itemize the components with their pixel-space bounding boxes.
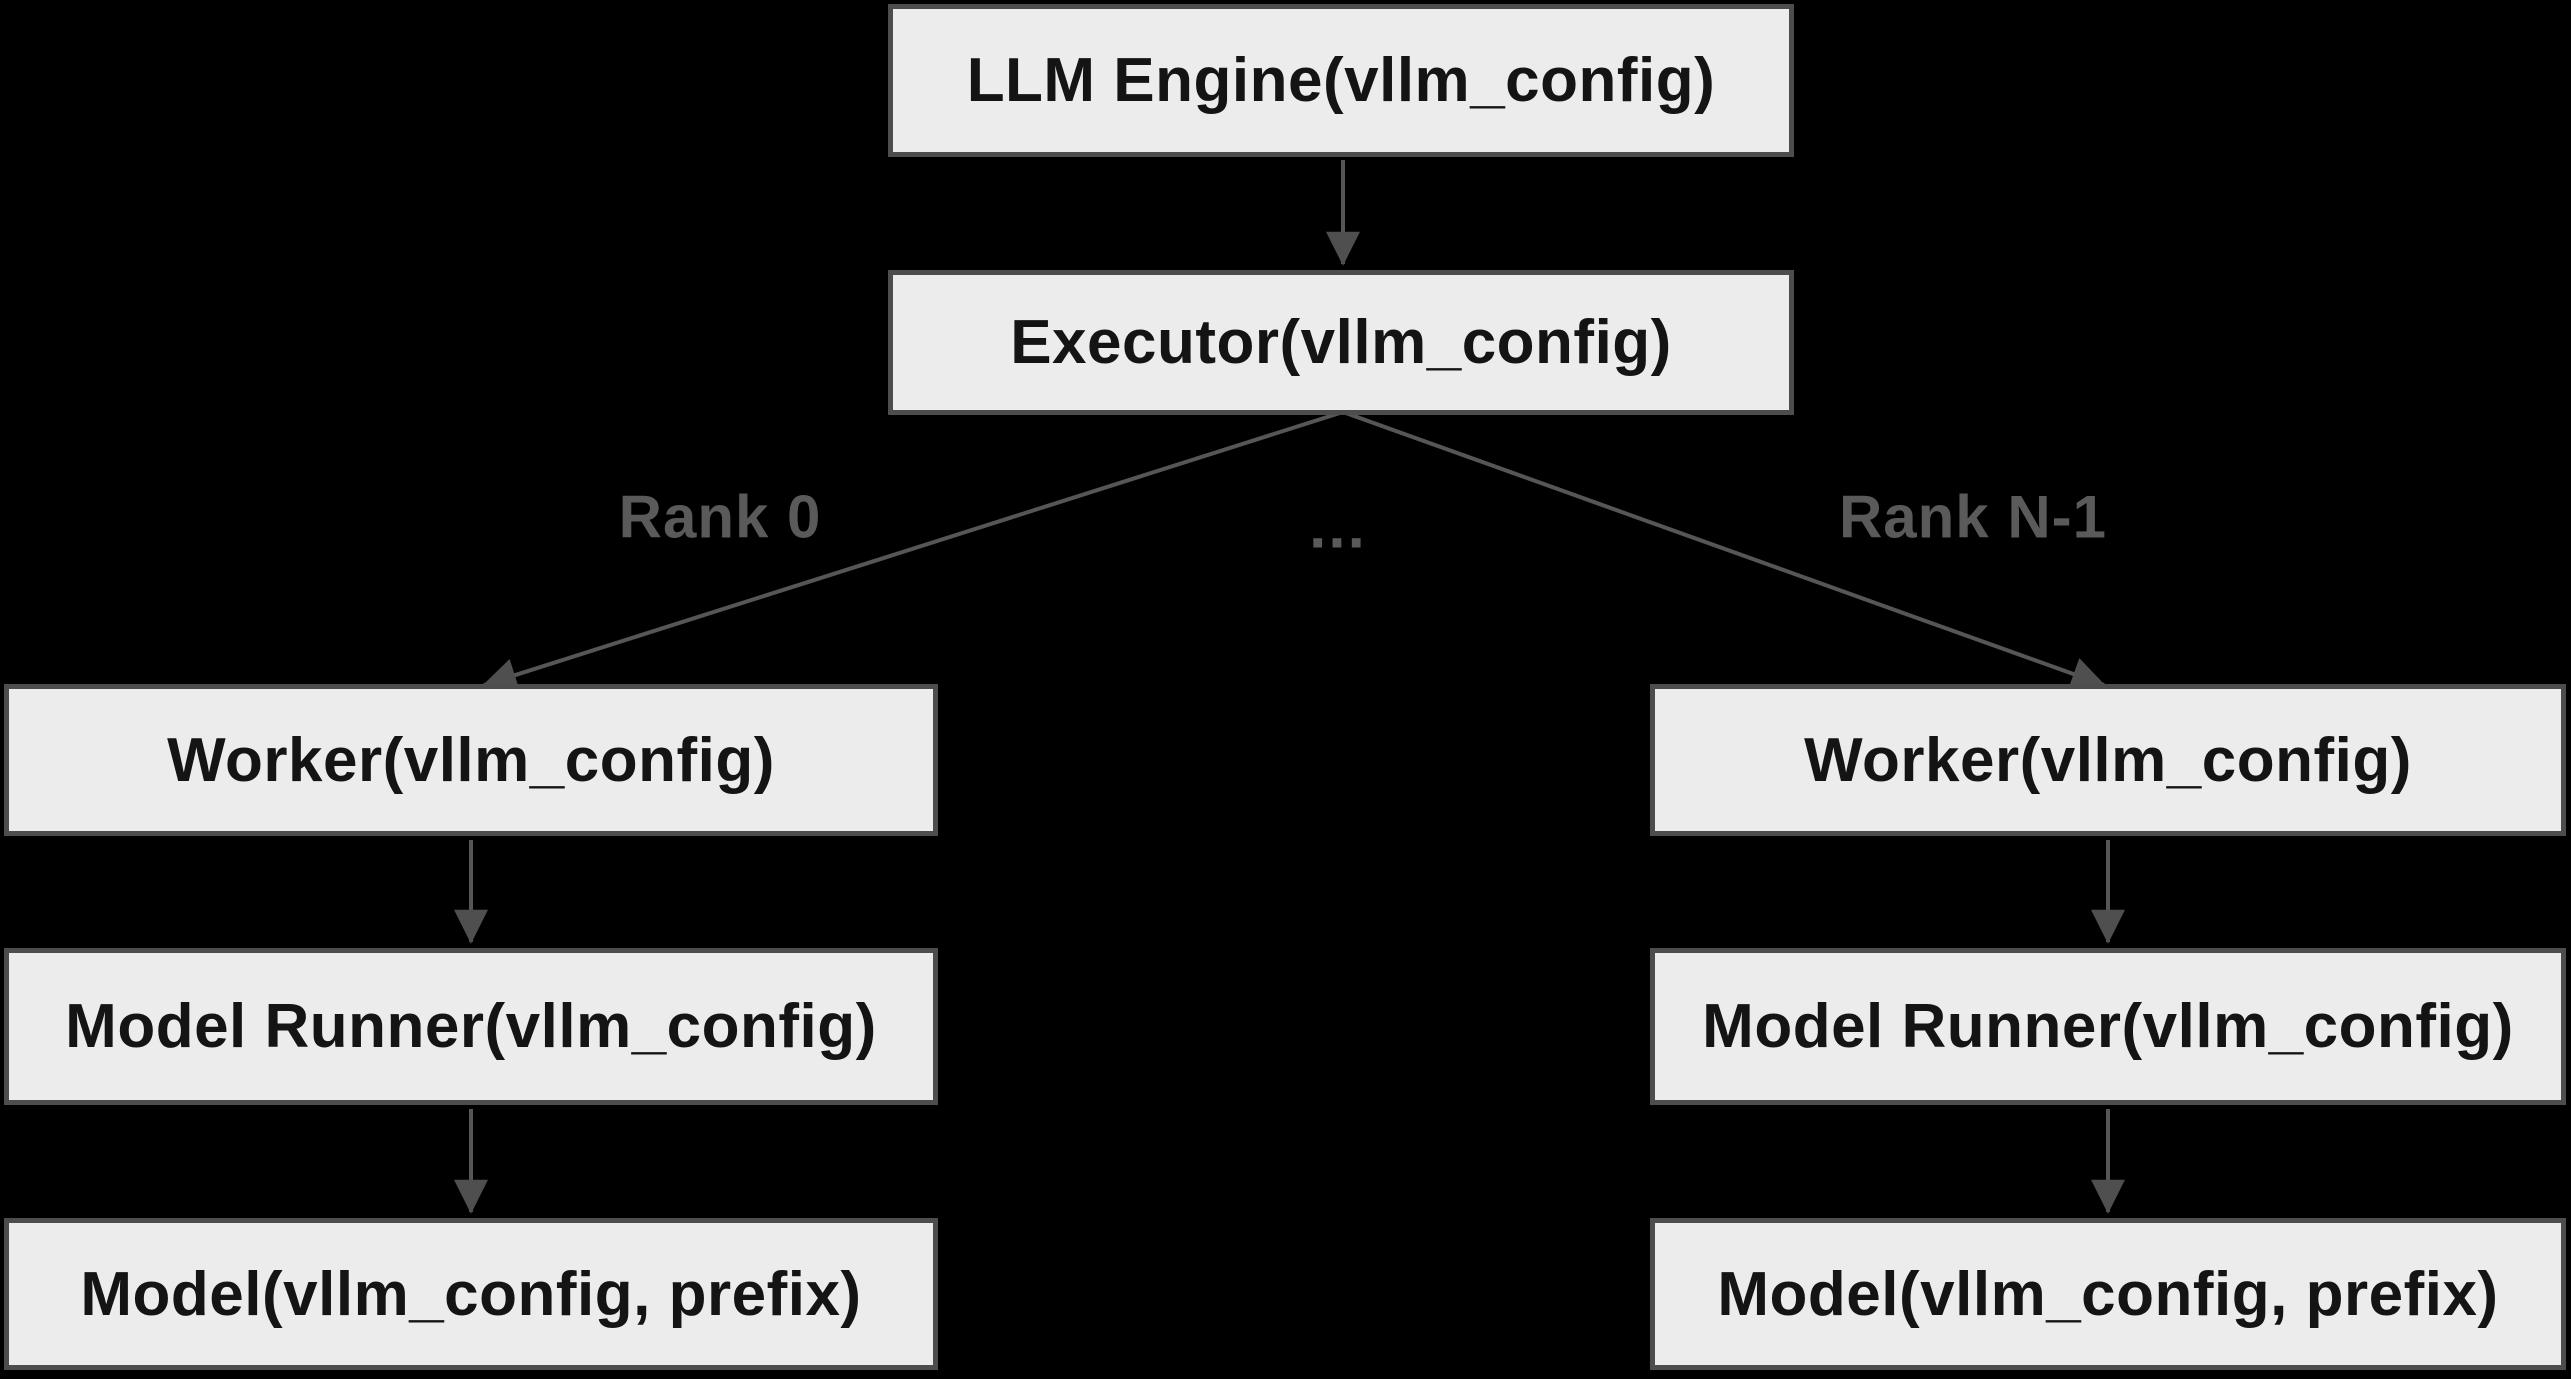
edge-label-ellipsis: ...: [1309, 492, 1367, 562]
edge-label-rank-n-1: Rank N-1: [1838, 483, 2108, 551]
arrow-executor-to-worker-left: [482, 410, 1344, 692]
arrow-executor-to-worker-right: [1342, 410, 2106, 691]
node-worker-left: Worker(vllm_config): [4, 684, 938, 836]
node-llm-engine: LLM Engine(vllm_config): [888, 4, 1794, 157]
node-worker-right: Worker(vllm_config): [1650, 684, 2566, 836]
node-model-runner-left: Model Runner(vllm_config): [4, 948, 938, 1105]
node-model-right: Model(vllm_config, prefix): [1650, 1218, 2566, 1370]
node-executor: Executor(vllm_config): [888, 270, 1794, 415]
edge-label-rank-0: Rank 0: [618, 483, 822, 551]
node-model-runner-right: Model Runner(vllm_config): [1650, 948, 2566, 1105]
node-model-left: Model(vllm_config, prefix): [4, 1218, 938, 1370]
